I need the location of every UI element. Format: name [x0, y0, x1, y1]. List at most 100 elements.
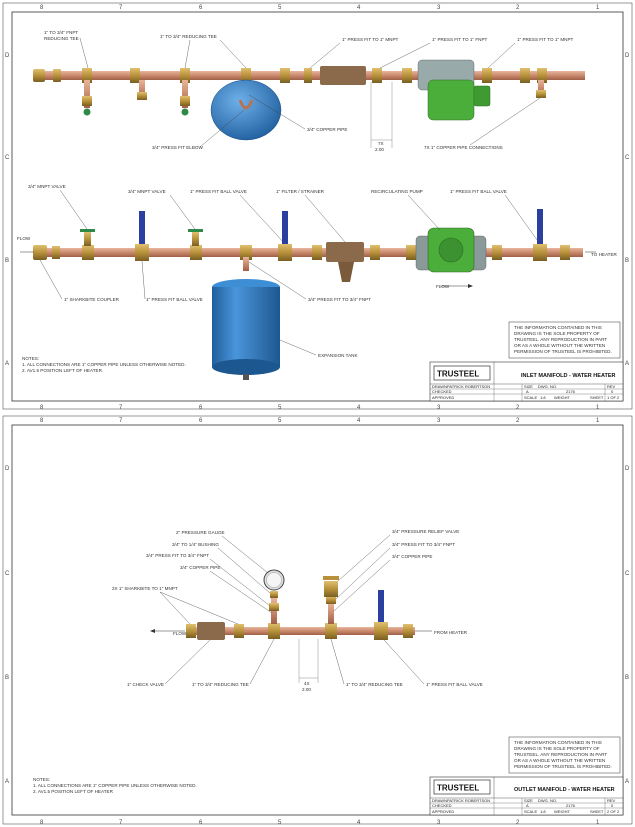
drop-pipe-4	[538, 80, 544, 96]
drop-pipe-1	[84, 80, 90, 108]
property-notice: THE INFORMATION CONTAINED IN THIS DRAWIN…	[508, 321, 621, 359]
zone-row: A	[5, 361, 9, 367]
size-label: SIZE	[524, 384, 533, 389]
label-mnpt-valve-left: 3/4" MNPT VALVE	[28, 184, 66, 189]
dim-7x: 7X	[378, 141, 384, 146]
rev-value: 0	[611, 389, 614, 394]
fitting	[537, 68, 547, 83]
leader-line	[164, 639, 211, 685]
label-reducing-tee-left: 1" TO 3/4" REDUCING TEE	[192, 682, 249, 687]
sharkbite-coupler	[33, 245, 47, 260]
zone-col: 2	[516, 418, 520, 424]
label-flow-arrow: FLOW	[436, 284, 450, 289]
outer-frame	[2, 415, 633, 825]
leader-line	[239, 194, 286, 245]
leader-line	[59, 189, 88, 230]
valve-handle-icon	[188, 229, 203, 232]
drawn-name: PATRICK ROBERTSON	[447, 798, 490, 803]
leader-line	[217, 547, 271, 594]
leader-line	[184, 39, 191, 69]
zone-col: 3	[437, 405, 441, 411]
fitting	[492, 245, 502, 260]
leader-line	[169, 194, 196, 230]
approved-label: APPROVED	[432, 809, 454, 814]
sharkbite-fitting	[234, 624, 244, 638]
notice-box	[508, 736, 621, 774]
sheet-value: 2 OF 2	[607, 809, 620, 814]
company-logo: TRUSTEEL	[437, 784, 479, 793]
leader-line	[337, 534, 391, 582]
tank-drop-pipe	[243, 257, 249, 271]
label-press-fit-fnpt: 3/4" PRESS FIT TO 3/4" FNPT	[146, 553, 209, 558]
label-expansion-tank: EXPANSION TANK	[318, 353, 359, 358]
label-to-heater: TO HEATER	[591, 252, 618, 257]
notes-block: NOTES: 1. ALL CONNECTIONS ARE 1" COPPER …	[33, 777, 197, 794]
zone-columns-top: 8 7 6 5 4 3 2 1	[40, 5, 600, 11]
filter-strainer	[320, 66, 366, 85]
zone-rows: D C B A D C B A	[5, 53, 630, 367]
bushing	[270, 591, 278, 598]
strainer-basket	[338, 262, 354, 282]
ball-valve	[374, 622, 388, 640]
fitting	[402, 68, 412, 83]
checked-label: CHECKED	[432, 803, 452, 808]
zone-col: 1	[596, 405, 600, 411]
label-filter-strainer: 1" FILTER / STRAINER	[276, 189, 325, 194]
zone-col: 3	[437, 418, 441, 424]
valve-handle-icon	[83, 108, 91, 116]
dim-4x: 4X	[304, 681, 310, 686]
zone-col: 1	[596, 820, 600, 826]
leader-line	[199, 109, 245, 148]
filter-strainer-front	[326, 242, 364, 262]
property-notice: THE INFORMATION CONTAINED IN THIS DRAWIN…	[508, 736, 621, 774]
note-line: 2. AV1.5 POSITION LEFT OF HEATER	[33, 789, 114, 794]
drawn-label: DRAWN	[432, 798, 447, 803]
fitting	[304, 68, 312, 83]
expansion-tank-iso	[210, 79, 282, 141]
dwg-value: 2176	[566, 803, 576, 808]
label-pressure-gauge: 2" PRESSURE GAUGE	[176, 530, 225, 535]
sheet-label: SHEET	[590, 809, 604, 814]
drop-pipe-3	[139, 80, 145, 100]
copper-pipe-34-right	[328, 603, 334, 624]
label-reducing-tee: 1" TO 3/4" REDUCING TEE	[160, 34, 217, 39]
zone-columns-top: 8 7 6 5 4 3 2 1	[40, 418, 600, 424]
leader-line	[383, 639, 425, 685]
notice-line: DRAWING IS THE SOLE PROPERTY OF	[514, 331, 600, 336]
zone-columns-bottom: 8 7 6 5 4 3 2 1	[40, 820, 600, 826]
leader-line	[249, 638, 275, 685]
label-relief-valve: 3/4" PRESSURE RELIEF VALVE	[392, 529, 459, 534]
label-press-fit-ball-valve: 1" PRESS FIT BALL VALVE	[190, 189, 247, 194]
fitting	[372, 68, 382, 83]
notice-line: PERMISSION OF TRUSTEEL IS PROHIBITED.	[514, 764, 612, 769]
leader-line	[141, 260, 146, 300]
outer-frame	[2, 2, 633, 410]
ball-valve-left	[135, 244, 149, 261]
zone-col: 6	[199, 418, 203, 424]
fitting	[403, 624, 413, 638]
front-view-manifold	[20, 209, 596, 380]
ball-valve-body	[520, 68, 530, 83]
zone-col: 7	[119, 405, 123, 411]
main-copper-pipe	[190, 627, 415, 635]
drawing-title: INLET MANIFOLD - WATER HEATER	[521, 373, 616, 379]
dwg-label: DWG. NO.	[538, 384, 557, 389]
dwg-value: 2176	[566, 389, 576, 394]
company-logo: TRUSTEEL	[437, 370, 479, 379]
label-check-valve: 1" CHECK VALVE	[127, 682, 164, 687]
title-block-frame	[429, 776, 624, 816]
leader-line	[209, 570, 273, 614]
leader-line	[248, 94, 306, 130]
scale-label: SCALE	[524, 809, 537, 814]
approved-label: APPROVED	[432, 395, 454, 400]
zone-col: 8	[40, 820, 44, 826]
zone-col: 2	[516, 405, 520, 411]
ball-valve-right	[533, 244, 547, 261]
leader-line	[379, 42, 431, 69]
size-value: A	[526, 389, 529, 394]
tee-fitting	[82, 245, 94, 260]
leader-line	[159, 591, 239, 625]
reducing-tee-3	[241, 68, 251, 83]
zone-row: A	[625, 361, 629, 367]
leader-line	[469, 97, 541, 146]
